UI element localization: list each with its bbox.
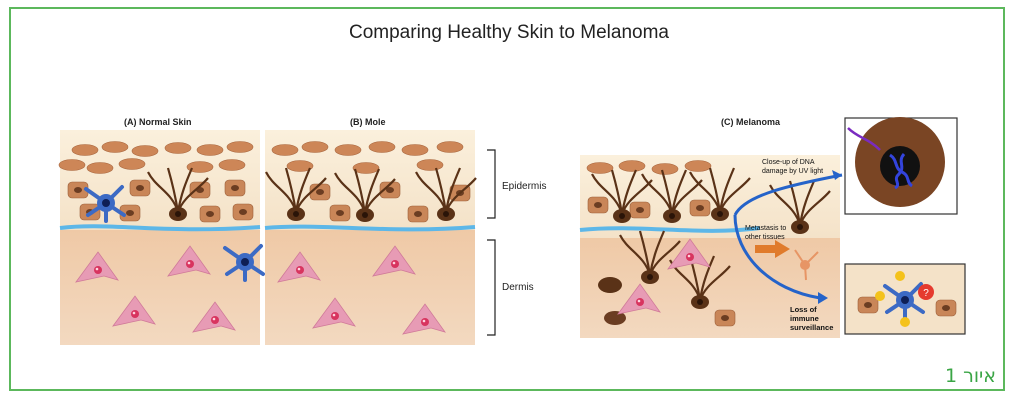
annotation-loss-line2: immune [790,314,833,323]
annotation-metastasis-line2: other tissues [745,233,786,242]
annotation-loss-line3: surveillance [790,323,833,332]
figure-caption: איור 1 [945,365,996,387]
dermis-label: Dermis [502,282,534,293]
annotation-loss-line1: Loss of [790,305,833,314]
annotation-metastasis: Metastasis to other tissues [745,224,786,242]
panel-normal-skin [59,130,263,345]
annotation-dna-line1: Close-up of DNA [762,158,823,167]
svg-text:?: ? [923,288,929,299]
panel-mole [265,130,495,345]
epidermis-label: Epidermis [502,181,546,192]
dna-closeup-inset [845,117,957,214]
annotation-dna-line2: damage by UV light [762,167,823,176]
immune-surveillance-inset: ? [845,264,965,334]
annotation-dna-damage: Close-up of DNA damage by UV light [762,158,823,176]
annotation-loss-immune: Loss of immune surveillance [790,305,833,332]
annotation-metastasis-line1: Metastasis to [745,224,786,233]
